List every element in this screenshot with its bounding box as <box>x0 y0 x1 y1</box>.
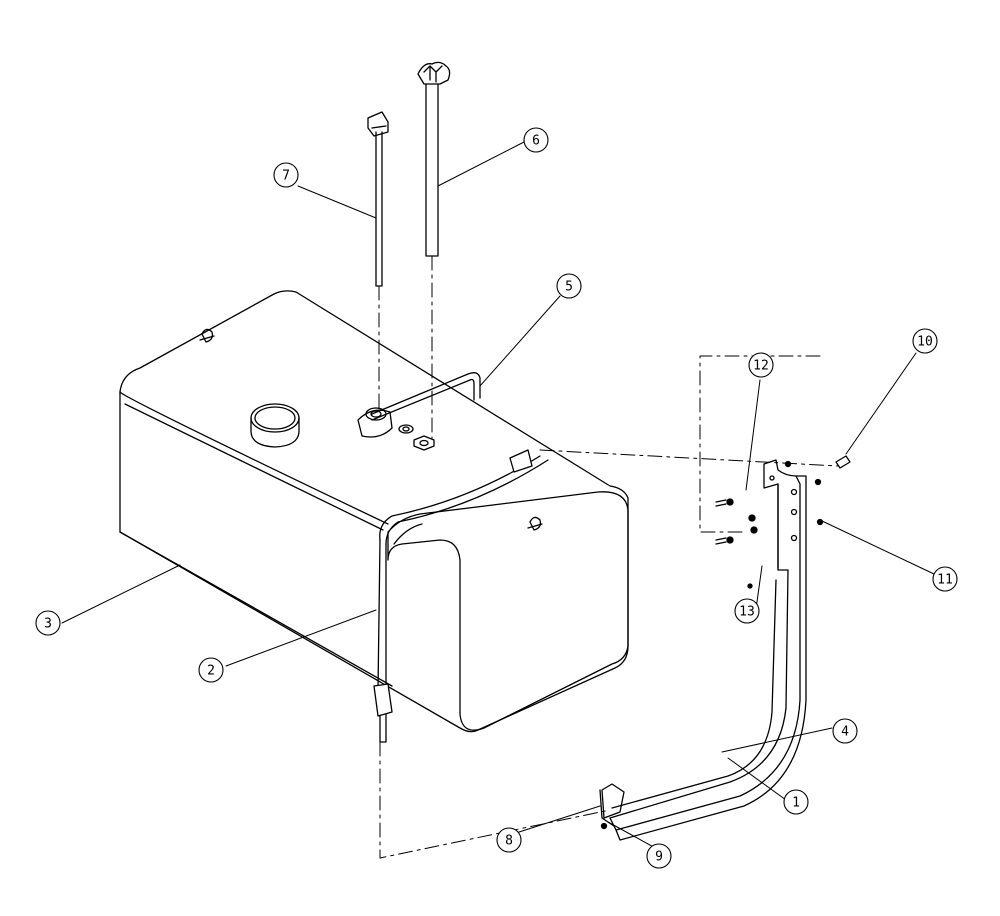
callout-9: 9 <box>646 843 672 869</box>
callout-6: 6 <box>523 127 549 153</box>
fuel-sender <box>417 61 451 257</box>
callout-circle <box>932 566 958 592</box>
callout-13: 13 <box>734 598 760 624</box>
callout-label: 1 <box>792 796 800 811</box>
callout-label: 11 <box>937 573 953 588</box>
callout-label: 2 <box>207 664 215 679</box>
callout-11: 11 <box>932 566 958 592</box>
callout-12: 12 <box>748 352 774 378</box>
callout-circle <box>912 328 938 354</box>
callout-circle <box>646 843 672 869</box>
callout-circle <box>748 352 774 378</box>
callout-label: 3 <box>44 617 52 632</box>
callout-1: 1 <box>783 789 809 815</box>
callout-circle <box>783 789 809 815</box>
callout-label: 6 <box>532 134 540 149</box>
mounting-bracket <box>599 459 807 841</box>
callout-circle <box>198 657 224 683</box>
callout-label: 5 <box>565 280 573 295</box>
callout-7: 7 <box>273 162 299 188</box>
callout-2: 2 <box>198 657 224 683</box>
callout-3: 3 <box>35 610 61 636</box>
callout-label: 12 <box>753 359 769 374</box>
hardware <box>600 455 851 830</box>
callout-circle <box>35 610 61 636</box>
callout-5: 5 <box>556 273 582 299</box>
vent-tube <box>371 372 481 421</box>
fuel-pickup-tube <box>367 111 389 287</box>
callout-circle <box>832 718 858 744</box>
leader-lines <box>61 141 935 851</box>
callout-label: 8 <box>505 834 513 849</box>
callout-label: 7 <box>282 169 290 184</box>
fuel-tank <box>119 290 629 743</box>
callout-label: 13 <box>739 605 755 620</box>
callout-label: 4 <box>841 725 849 740</box>
callout-10: 10 <box>912 328 938 354</box>
callout-circle <box>734 598 760 624</box>
callout-circle <box>523 127 549 153</box>
callout-circle <box>496 827 522 853</box>
callout-label: 10 <box>917 335 933 350</box>
callout-8: 8 <box>496 827 522 853</box>
callout-4: 4 <box>832 718 858 744</box>
callout-label: 9 <box>655 850 663 865</box>
callout-circle <box>273 162 299 188</box>
callout-circle <box>556 273 582 299</box>
